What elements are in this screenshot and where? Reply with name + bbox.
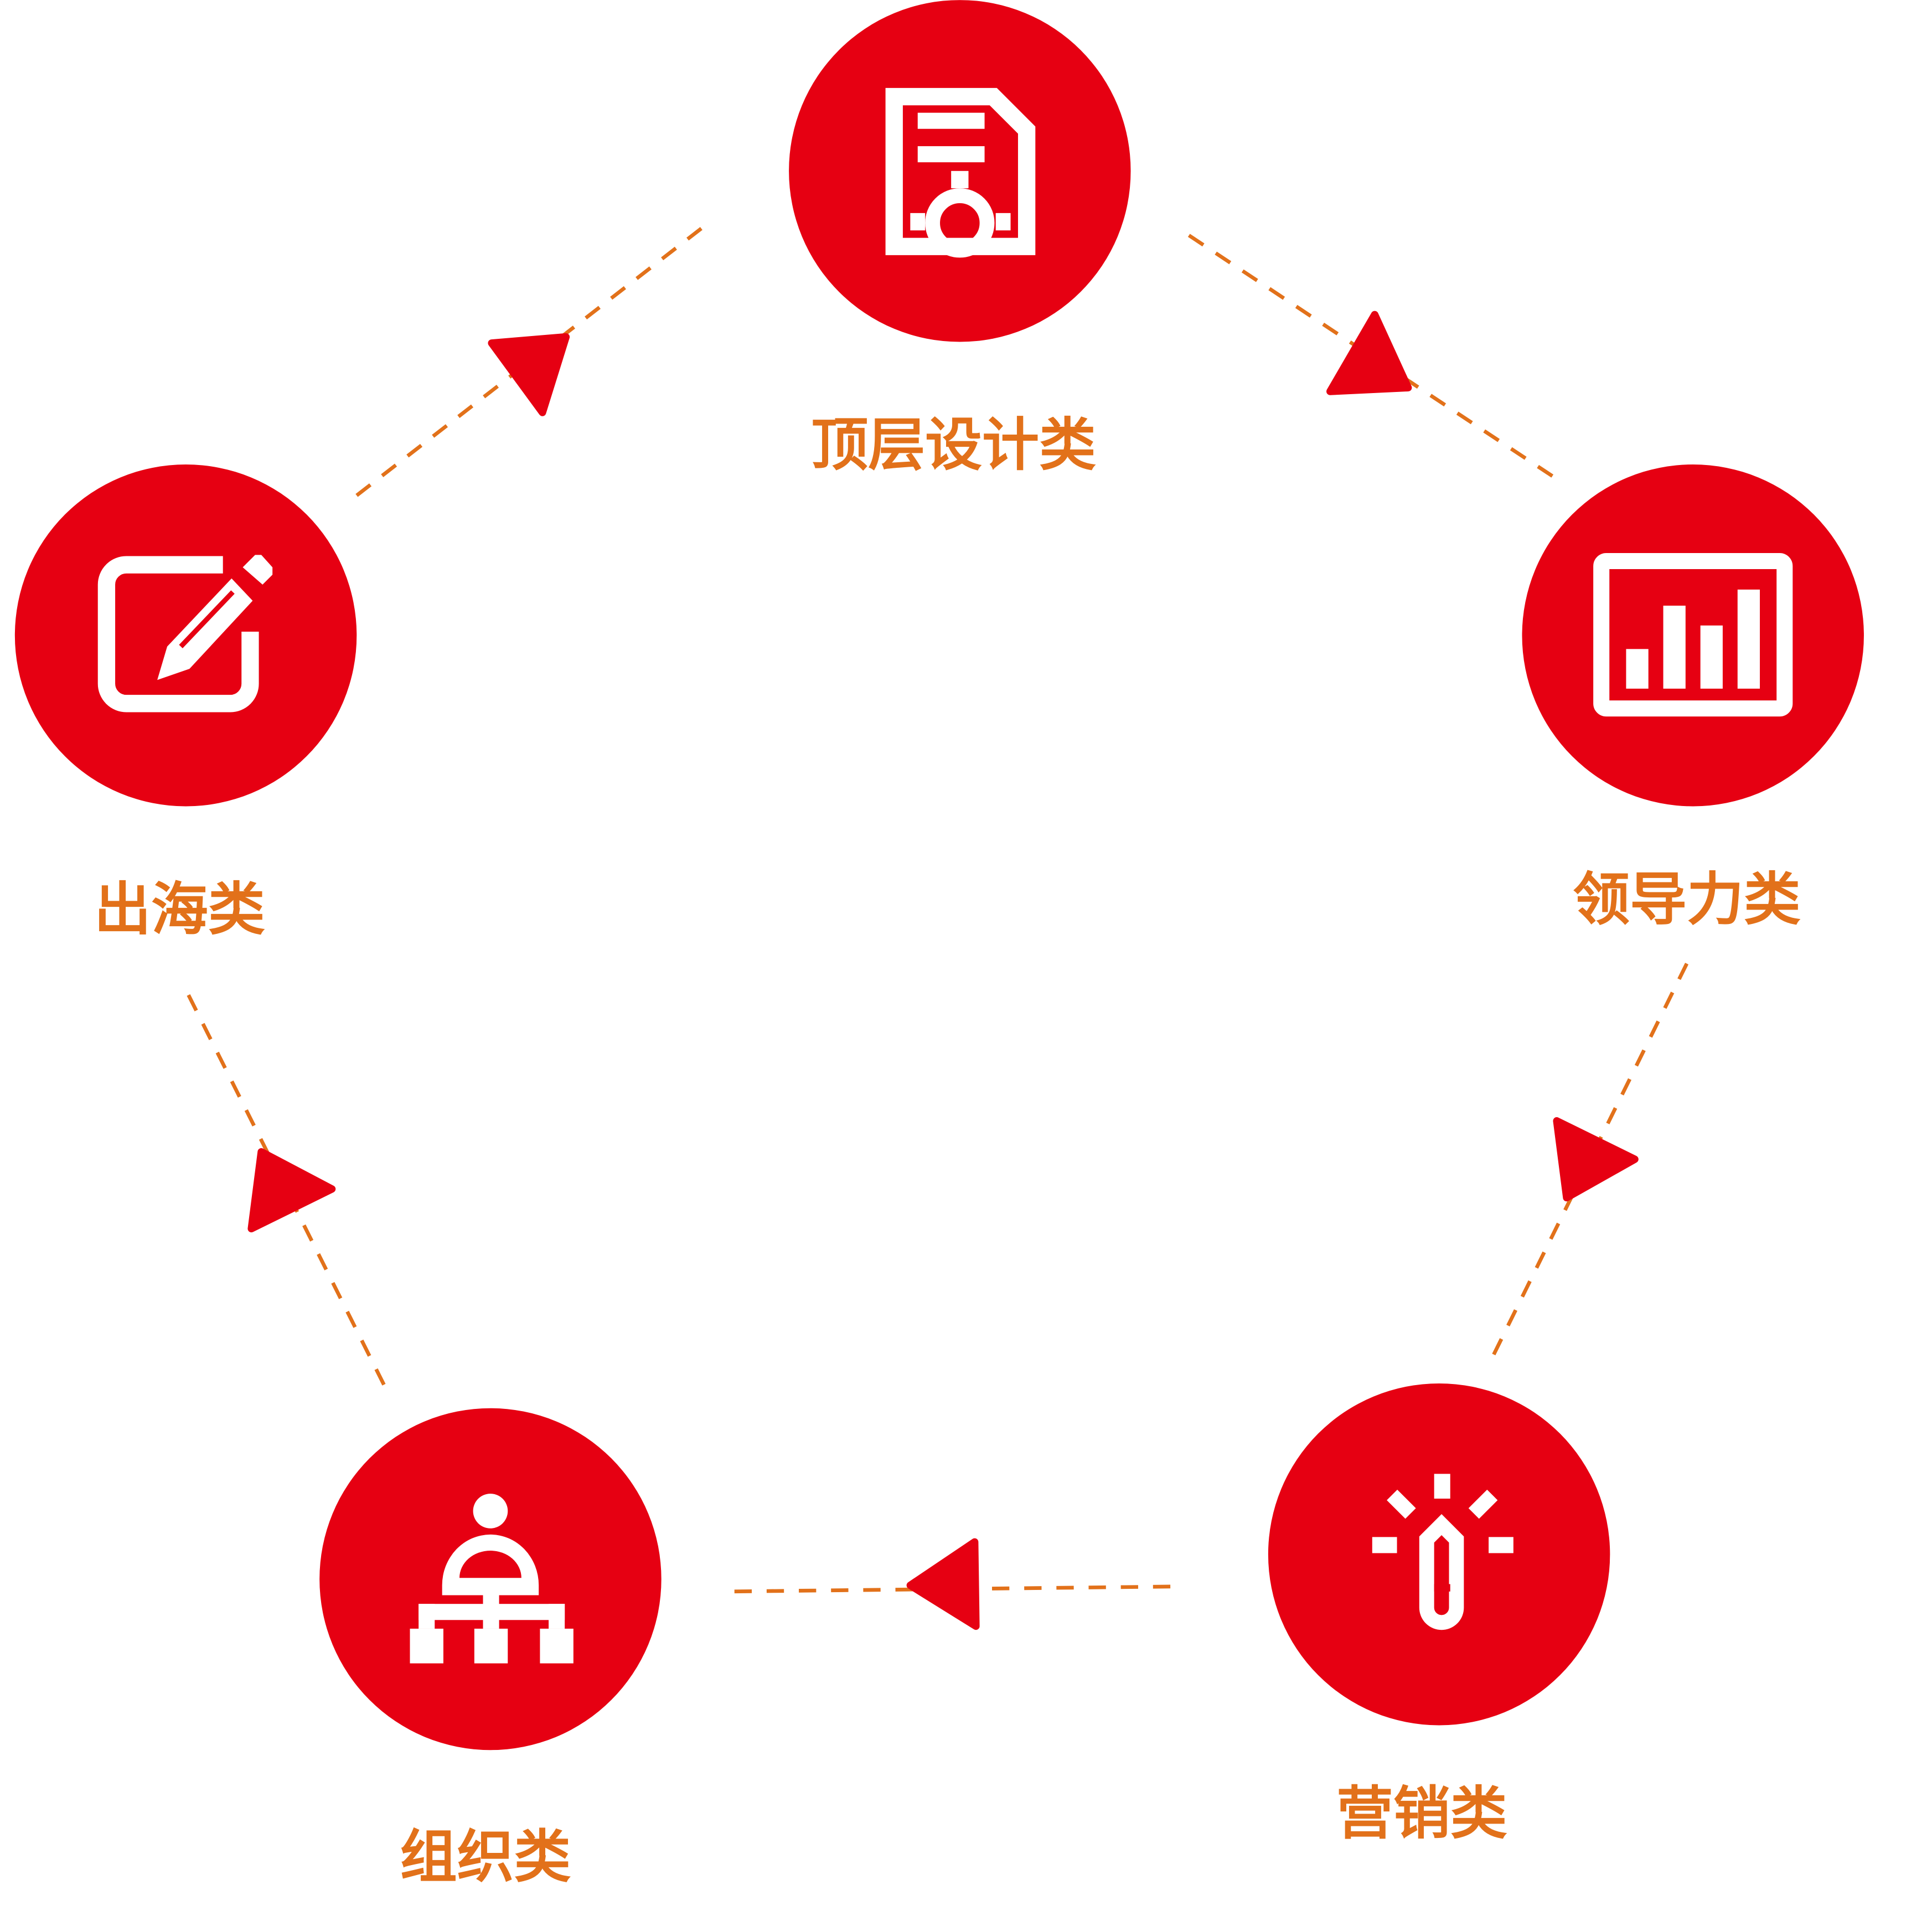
connector-top-to-leadership: [1187, 234, 1564, 485]
node-overseas: 出海类: [14, 464, 357, 943]
document-gear-icon: [885, 87, 1036, 258]
node-circle: [1522, 464, 1864, 807]
arrow-head-icon: [906, 1538, 980, 1630]
lightbulb-icon: [1372, 1474, 1513, 1630]
connector-organization-to-overseas: [182, 984, 386, 1386]
arrow-head-icon: [247, 1148, 336, 1233]
dashed-line: [182, 984, 386, 1386]
node-circle: [1268, 1383, 1610, 1726]
bar-chart-icon: [1593, 552, 1793, 717]
node-organization: 组织类: [319, 1408, 662, 1890]
node-leadership: 领导力类: [1522, 464, 1864, 933]
dashed-line: [355, 221, 710, 497]
arrow-head-icon: [1553, 1117, 1639, 1202]
connector-marketing-to-organization: [728, 1538, 1171, 1630]
dashed-line: [1187, 234, 1564, 485]
dashed-line: [1487, 963, 1689, 1366]
arrow-head-icon: [1326, 311, 1412, 395]
org-chart-icon: [410, 1494, 574, 1664]
node-label: 营销类: [1336, 1780, 1507, 1847]
node-label: 领导力类: [1573, 866, 1801, 933]
connector-overseas-to-top: [355, 221, 710, 497]
node-marketing: 营销类: [1268, 1383, 1610, 1847]
dashed-line: [728, 1584, 1171, 1594]
arrow-head-icon: [488, 333, 570, 416]
connector-leadership-to-marketing: [1487, 963, 1689, 1366]
edit-icon: [97, 555, 273, 712]
node-label: 出海类: [94, 876, 265, 943]
node-label: 顶层设计类: [811, 412, 1096, 478]
node-label: 组织类: [400, 1824, 571, 1890]
node-top-design: 顶层设计类: [789, 0, 1131, 478]
